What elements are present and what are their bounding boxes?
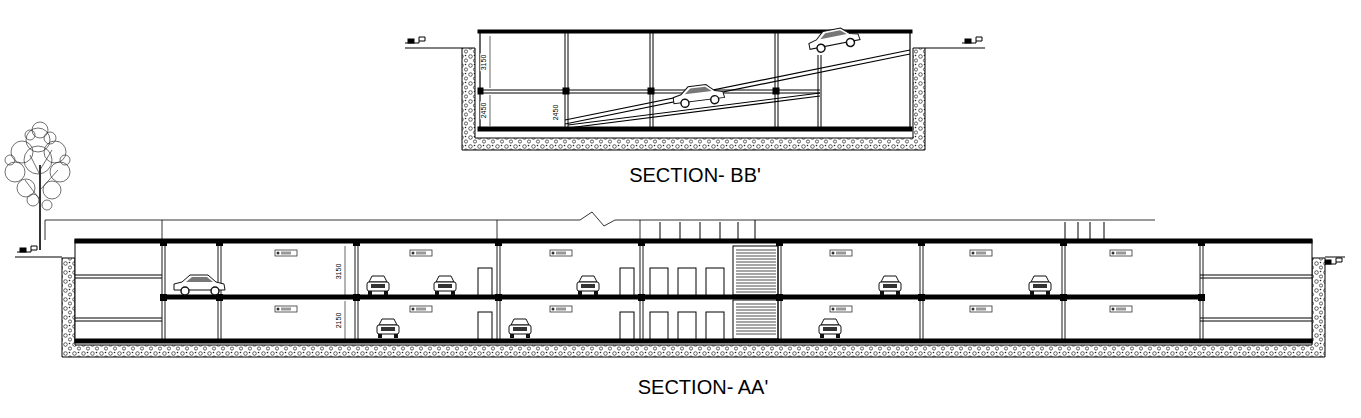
dimension-text: 2450	[480, 101, 487, 119]
dimension-text: 2450	[552, 103, 559, 121]
section-title: SECTION- BB'	[629, 165, 761, 185]
section-title: SECTION- AA'	[638, 377, 769, 397]
dimension-text: 2150	[335, 311, 342, 329]
dimension-text: 3150	[480, 53, 487, 71]
dimension-text: 3150	[335, 262, 342, 280]
